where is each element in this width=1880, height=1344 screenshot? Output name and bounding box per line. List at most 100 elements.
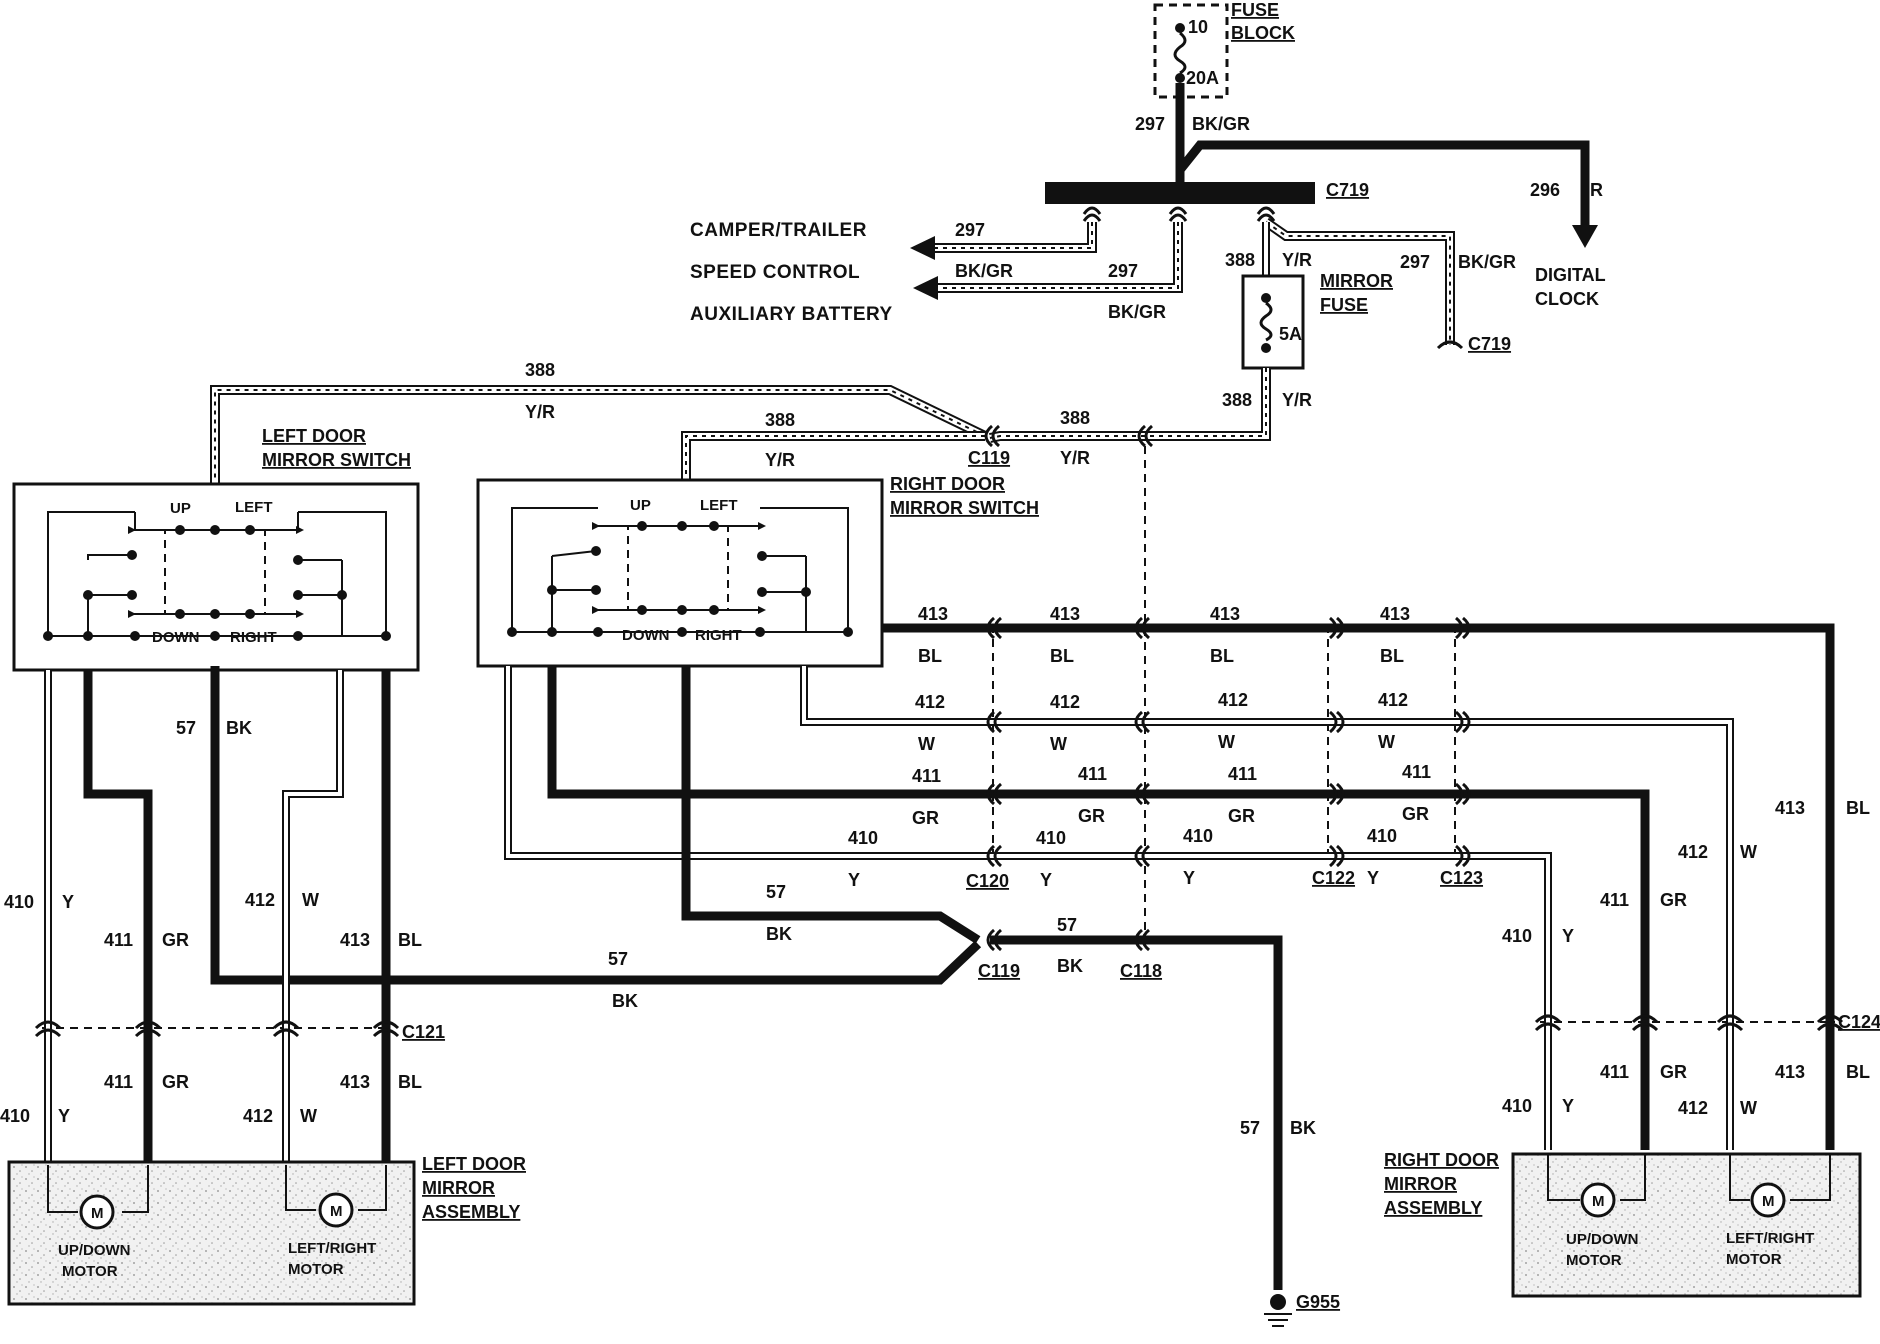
c123-label: C123 <box>1440 868 1483 888</box>
wire-388-mid-color: Y/R <box>765 450 795 470</box>
lw413-b-col: BL <box>398 1072 422 1092</box>
w410-d-num: 410 <box>1367 826 1397 846</box>
w410-b-col: Y <box>1040 870 1052 890</box>
c118-label: C118 <box>1120 961 1162 981</box>
lw410-b-col: Y <box>58 1106 70 1126</box>
ground-circuit-57: G955 57 BK 57 BK 57 BK 57 BK 57 BK C119 … <box>176 666 1340 1327</box>
wire-388-top-number: 388 <box>1225 250 1255 270</box>
w413-c-col: BL <box>1210 646 1234 666</box>
wire-296-number: 296 <box>1530 180 1560 200</box>
right-switch-left: LEFT <box>700 497 738 514</box>
right-motor-1-line-2: MOTOR <box>1566 1252 1622 1269</box>
left-motor-2-line-1: LEFT/RIGHT <box>288 1240 376 1257</box>
c124-label: C124 <box>1838 1012 1880 1032</box>
rw411-a-col: GR <box>1660 890 1687 910</box>
left-motor-1-line-1: UP/DOWN <box>58 1242 131 1259</box>
c120-label: C120 <box>966 871 1009 891</box>
c719-right-label: C719 <box>1468 334 1511 354</box>
c121-label: C121 <box>402 1022 445 1042</box>
w412-d-num: 412 <box>1378 690 1408 710</box>
w411-d-col: GR <box>1402 804 1429 824</box>
w411-b-num: 411 <box>1078 764 1107 784</box>
w411-c-num: 411 <box>1228 764 1257 784</box>
wire-297-outputs: C719 CAMPER/TRAILER SPEED CONTROL AUXILI… <box>690 206 1516 354</box>
wire-388-mid-number: 388 <box>765 410 795 430</box>
wire-388-left-color: Y/R <box>525 402 555 422</box>
right-assembly-title-1: RIGHT DOOR <box>1384 1150 1499 1170</box>
c719-label: C719 <box>1326 180 1369 200</box>
c119-top-label: C119 <box>968 448 1010 468</box>
wire-297-number: 297 <box>1135 114 1165 134</box>
w57-d-col: BK <box>1057 956 1083 976</box>
right-assembly-title-3: ASSEMBLY <box>1384 1198 1482 1218</box>
right-switch-harness: 413 BL 413 BL 413 BL 413 BL 412 W 412 W … <box>504 604 1835 1150</box>
wire-388-fuse-number: 388 <box>1222 390 1252 410</box>
w413-a-col: BL <box>918 646 942 666</box>
w412-d-col: W <box>1378 732 1395 752</box>
right-switch-title-1: RIGHT DOOR <box>890 474 1005 494</box>
left-door-mirror-assembly: M M UP/DOWN MOTOR LEFT/RIGHT MOTOR LEFT … <box>7 1154 526 1306</box>
wire-297-color: BK/GR <box>1192 114 1250 134</box>
w410-a-col: Y <box>848 870 860 890</box>
left-door-mirror-switch: LEFT DOOR MIRROR SWITCH UP LEFT DOWN RIG… <box>12 426 420 672</box>
wire-297-aux-number: 297 <box>1108 261 1138 281</box>
wire-388-right-number: 388 <box>1060 408 1090 428</box>
dest-speed-control: SPEED CONTROL <box>690 262 860 283</box>
lw412-a-col: W <box>302 890 319 910</box>
wire-296-color: R <box>1590 180 1603 200</box>
right-switch-up: UP <box>630 497 651 514</box>
rw410-a-num: 410 <box>1502 926 1532 946</box>
w411-c-col: GR <box>1228 806 1255 826</box>
w412-c-col: W <box>1218 732 1235 752</box>
w57-a-col: BK <box>226 718 252 738</box>
left-switch-down: DOWN <box>152 629 200 646</box>
w57-e-col: BK <box>1290 1118 1316 1138</box>
lw412-b-col: W <box>300 1106 317 1126</box>
w413-b-num: 413 <box>1050 604 1080 624</box>
lw411-a-col: GR <box>162 930 189 950</box>
w57-c-num: 57 <box>608 949 628 969</box>
left-motor-1-symbol: M <box>91 1205 104 1222</box>
right-switch-right: RIGHT <box>695 627 742 644</box>
w410-c-num: 410 <box>1183 826 1213 846</box>
mirror-fuse: 5A MIRROR FUSE 388 Y/R 388 Y/R <box>1222 222 1393 410</box>
rw412-a-col: W <box>1740 842 1757 862</box>
rw411-a-num: 411 <box>1600 890 1629 910</box>
rw410-b-num: 410 <box>1502 1096 1532 1116</box>
rw413-a-col: BL <box>1846 798 1870 818</box>
w410-c-col: Y <box>1183 868 1195 888</box>
w412-b-col: W <box>1050 734 1067 754</box>
right-motor-2-line-2: MOTOR <box>1726 1251 1782 1268</box>
w413-d-num: 413 <box>1380 604 1410 624</box>
wire-388-left-number: 388 <box>525 360 555 380</box>
c119-bottom-label: C119 <box>978 961 1020 981</box>
lw413-a-col: BL <box>398 930 422 950</box>
fuse-rating: 20A <box>1186 68 1219 88</box>
left-switch-title-1: LEFT DOOR <box>262 426 366 446</box>
wire-388-top-color: Y/R <box>1282 250 1312 270</box>
left-assembly-title-2: MIRROR <box>422 1178 495 1198</box>
w411-d-num: 411 <box>1402 762 1431 782</box>
lw411-b-num: 411 <box>104 1072 133 1092</box>
lw411-b-col: GR <box>162 1072 189 1092</box>
w57-b-num: 57 <box>766 882 786 902</box>
right-door-mirror-assembly: M M UP/DOWN MOTOR LEFT/RIGHT MOTOR RIGHT… <box>1384 1150 1862 1298</box>
dest-auxiliary-battery: AUXILIARY BATTERY <box>690 304 893 325</box>
wire-388-distribution: 388 Y/R 388 Y/R 388 Y/R C119 <box>210 360 1271 484</box>
rw413-b-col: BL <box>1846 1062 1870 1082</box>
w57-d-num: 57 <box>1057 915 1077 935</box>
wire-388-right-color: Y/R <box>1060 448 1090 468</box>
right-motor-1-line-1: UP/DOWN <box>1566 1231 1639 1248</box>
w411-a-col: GR <box>912 808 939 828</box>
rw411-b-col: GR <box>1660 1062 1687 1082</box>
w57-c-col: BK <box>612 991 638 1011</box>
w57-a-num: 57 <box>176 718 196 738</box>
w410-d-col: Y <box>1367 868 1379 888</box>
dest-camper-trailer: CAMPER/TRAILER <box>690 220 867 241</box>
rw412-b-num: 412 <box>1678 1098 1708 1118</box>
right-motor-1-symbol: M <box>1592 1193 1605 1210</box>
right-harness: C124 413 BL 412 W 411 GR 410 Y 410 Y 411… <box>1502 798 1880 1118</box>
lw413-b-num: 413 <box>340 1072 370 1092</box>
w410-a-num: 410 <box>848 828 878 848</box>
